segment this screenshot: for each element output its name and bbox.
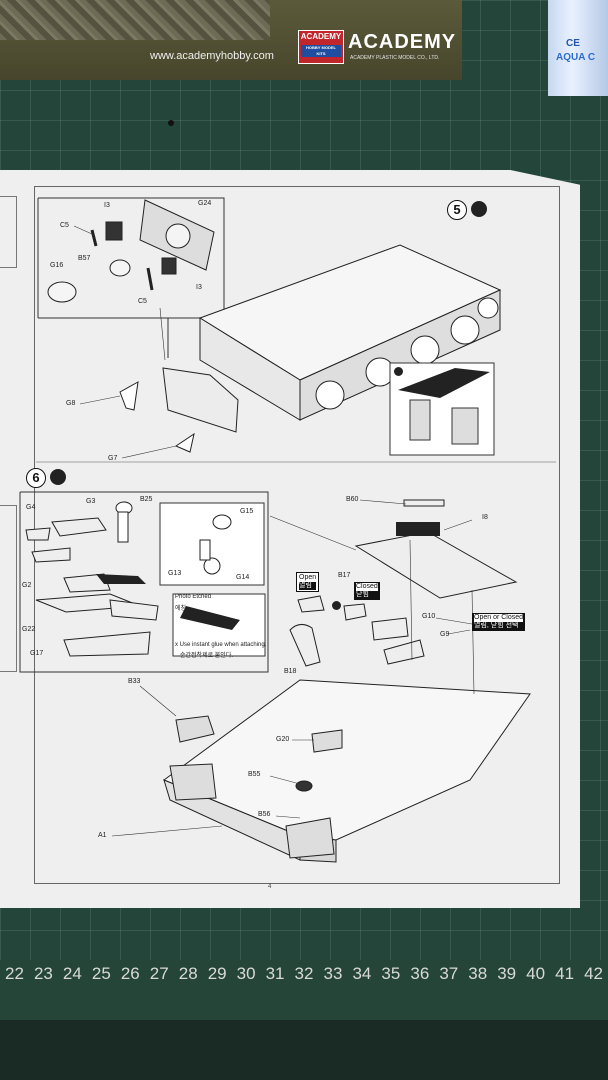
brand-name: ACADEMY <box>348 31 457 53</box>
part-label: B57 <box>78 255 91 262</box>
part-label: G14 <box>236 574 250 581</box>
ruler-number: 40 <box>526 964 546 983</box>
part-label: G16 <box>50 262 64 269</box>
ruler-number: 35 <box>381 964 401 983</box>
part-label: G24 <box>198 200 212 207</box>
open-tag-kr: 열림 <box>299 582 317 590</box>
part-label: G10 <box>422 613 436 620</box>
part-label: A1 <box>98 832 107 839</box>
ruler-number: 38 <box>468 964 488 983</box>
part-label: G4 <box>26 504 36 511</box>
ruler-number: 41 <box>555 964 575 983</box>
ruler-number: 31 <box>265 964 285 983</box>
part-label: B60 <box>346 496 359 503</box>
part-label: B17 <box>338 572 351 579</box>
part-label: B25 <box>140 496 153 503</box>
ruler-number: 33 <box>323 964 343 983</box>
closed-tag-kr: 닫힘 <box>356 591 369 598</box>
ruler-number: 25 <box>91 964 111 983</box>
warning-icon <box>394 367 403 376</box>
glue-icon <box>50 469 66 485</box>
part-label: G17 <box>30 650 44 657</box>
open-or-closed-kr: 열림, 닫힘 선택 <box>474 622 519 629</box>
ruler-number: 32 <box>294 964 314 983</box>
part-label: G8 <box>66 400 76 407</box>
mat-edge <box>0 1020 608 1080</box>
paint-can-label: AQUA C <box>556 52 596 63</box>
ruler-number: 24 <box>62 964 82 983</box>
academy-logo-sub: HOBBY MODEL KITS <box>301 45 341 57</box>
box-url: www.academyhobby.com <box>150 50 274 62</box>
ruler-number: 39 <box>497 964 517 983</box>
step-6-marker: 6 <box>26 468 46 488</box>
part-label: B33 <box>128 678 141 685</box>
part-label: G13 <box>168 570 182 577</box>
ruler-number: 23 <box>33 964 53 983</box>
part-label: I8 <box>482 514 488 521</box>
prev-page-edge-lower <box>0 505 17 672</box>
open-tag-text: Open <box>299 574 317 581</box>
part-label: G7 <box>108 455 118 462</box>
part-label: I3 <box>104 202 110 209</box>
part-label: G22 <box>22 626 36 633</box>
part-label: B56 <box>258 811 271 818</box>
ruler-numbers: 22 23 24 25 26 27 28 29 30 31 32 33 34 3… <box>0 964 608 994</box>
ruler-number: 29 <box>207 964 227 983</box>
ruler-number: 34 <box>352 964 372 983</box>
part-label: B18 <box>284 668 297 675</box>
part-label: G20 <box>276 736 290 743</box>
closed-tag: Closed 닫힘 <box>354 582 380 600</box>
photo-etched-label-kr: 에칭 <box>175 606 187 612</box>
ruler-number: 22 <box>5 964 24 983</box>
open-or-closed-tag: Open or Closed 열림, 닫힘 선택 <box>472 613 526 631</box>
part-label: G9 <box>440 631 450 638</box>
part-label: B55 <box>248 771 261 778</box>
part-label: G3 <box>86 498 96 505</box>
glue-note-kr: 순간접착제로 붙인다. <box>180 653 234 659</box>
glue-note: x Use instant glue when attaching. <box>175 642 267 648</box>
academy-logo-text: ACADEMY <box>300 32 342 41</box>
part-label: C5 <box>138 298 147 305</box>
box-art-photo <box>0 0 270 40</box>
ruler-number: 36 <box>410 964 430 983</box>
part-label: C5 <box>60 222 69 229</box>
mat-ruler <box>0 960 608 1020</box>
photo-etched-label: Photo Etched <box>175 594 212 600</box>
part-label: I3 <box>196 284 202 291</box>
ruler-number: 28 <box>178 964 198 983</box>
ruler-number: 42 <box>584 964 603 983</box>
part-label: G15 <box>240 508 254 515</box>
question-icon <box>332 601 341 610</box>
brand-subtitle: ACADEMY PLASTIC MODEL CO., LTD. <box>350 55 440 61</box>
ruler-number: 30 <box>236 964 256 983</box>
ruler-number: 27 <box>149 964 169 983</box>
paint-can-ce: CE <box>566 38 580 49</box>
page-number: 4 <box>268 884 272 890</box>
screw <box>168 120 174 126</box>
prev-page-edge <box>0 196 17 268</box>
ruler-number: 26 <box>120 964 140 983</box>
glue-icon <box>471 201 487 217</box>
ruler-number: 37 <box>439 964 459 983</box>
step-5-marker: 5 <box>447 200 467 220</box>
open-or-closed-text: Open or Closed <box>474 614 524 622</box>
open-tag: Open 열림 <box>296 572 320 592</box>
part-label: G2 <box>22 582 32 589</box>
academy-logo: ACADEMY HOBBY MODEL KITS <box>298 30 344 64</box>
closed-tag-text: Closed <box>356 583 378 591</box>
paint-can <box>548 0 608 96</box>
